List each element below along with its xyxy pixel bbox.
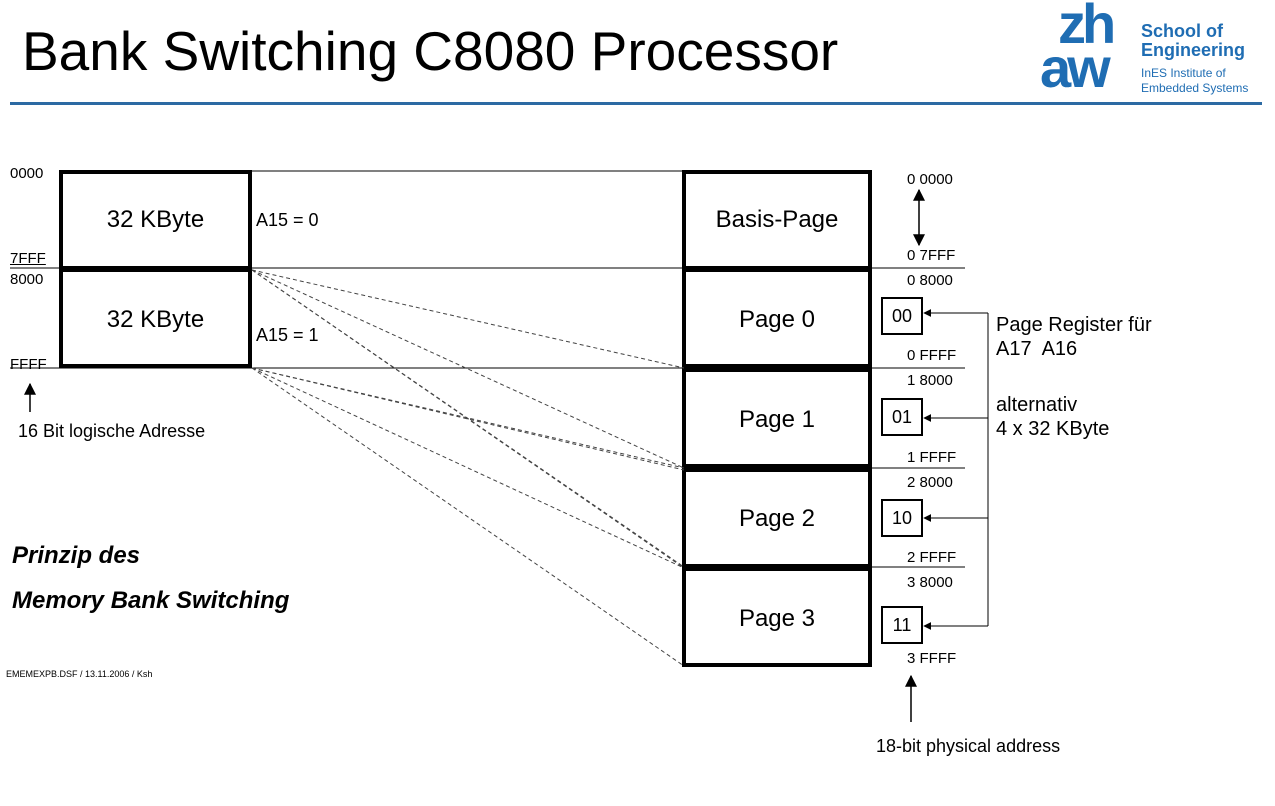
register-value-00: 00 (891, 306, 913, 326)
phys-addr-start-page3: 3 8000 (907, 574, 953, 591)
physical-block-page2 (682, 468, 872, 568)
phys-addr-end-page0: 0 FFFF (907, 347, 957, 364)
logo-line-3: InES Institute of (1141, 66, 1226, 80)
a15-one-label: A15 = 1 (256, 325, 319, 345)
register-value-11: 11 (892, 615, 912, 635)
phys-addr-end-basis: 0 7FFF (907, 247, 956, 264)
logo-line-1: School of (1141, 21, 1223, 41)
register-box-00 (881, 297, 923, 335)
page-title: Bank Switching C8080 Processor (22, 20, 839, 82)
phys-addr-end-page1: 1 FFFF (907, 449, 957, 466)
mapping-lines (251, 269, 685, 667)
phys-addr-end-page3: 3 FFFF (907, 650, 957, 667)
register-note-line3: alternativ (996, 394, 1078, 416)
page-basis-label: Basis-Page (715, 206, 839, 233)
zhaw-logo: zh aw (1040, 0, 1140, 99)
principle-line1: Prinzip des (12, 542, 141, 569)
logical-addr-ffff: FFFF (10, 356, 47, 373)
logical-block-low-label: 32 KByte (106, 206, 205, 233)
logical-block-high (59, 268, 252, 368)
register-box-01 (881, 398, 923, 436)
logical-address-caption: 16 Bit logische Adresse (18, 421, 206, 441)
physical-block-page0 (682, 268, 872, 368)
physical-block-page3 (682, 567, 872, 667)
physical-block-page1 (682, 368, 872, 468)
register-note-line1: Page Register für (996, 314, 1152, 336)
register-note-line2: A17 A16 (996, 338, 1078, 360)
phys-addr-start-page2: 2 8000 (907, 474, 953, 491)
register-value-01: 01 (891, 407, 913, 427)
logical-addr-8000: 8000 (10, 271, 44, 288)
page-1-label: Page 1 (738, 406, 816, 433)
phys-addr-start-page1: 1 8000 (907, 372, 953, 389)
phys-addr-start-basis: 0 0000 (907, 171, 953, 188)
register-value-10: 10 (891, 508, 913, 528)
page-3-label: Page 3 (738, 605, 816, 632)
logo-mark-top: zh (1058, 0, 1116, 55)
logical-addr-0000: 0000 (10, 165, 44, 182)
physical-address-caption: 18-bit physical address (876, 736, 1061, 756)
page-0-label: Page 0 (738, 306, 816, 333)
register-box-11 (881, 606, 923, 644)
phys-addr-start-page0: 0 8000 (907, 272, 953, 289)
header-divider (10, 102, 1262, 105)
principle-line2: Memory Bank Switching (12, 587, 290, 614)
register-note-line4: 4 x 32 KByte (996, 418, 1110, 440)
logo-line-4: Embedded Systems (1141, 81, 1249, 95)
register-box-10 (881, 499, 923, 537)
logical-block-high-label: 32 KByte (106, 306, 205, 333)
logo-line-2: Engineering (1141, 40, 1246, 60)
footer-source: EMEMEXPB.DSF / 13.11.2006 / Ksh (6, 669, 153, 679)
logo-mark-bottom: aw (1040, 36, 1111, 99)
page-2-label: Page 2 (738, 505, 816, 532)
logical-addr-7fff: 7FFF (10, 250, 46, 267)
phys-addr-end-page2: 2 FFFF (907, 549, 957, 566)
a15-zero-label: A15 = 0 (256, 210, 319, 230)
